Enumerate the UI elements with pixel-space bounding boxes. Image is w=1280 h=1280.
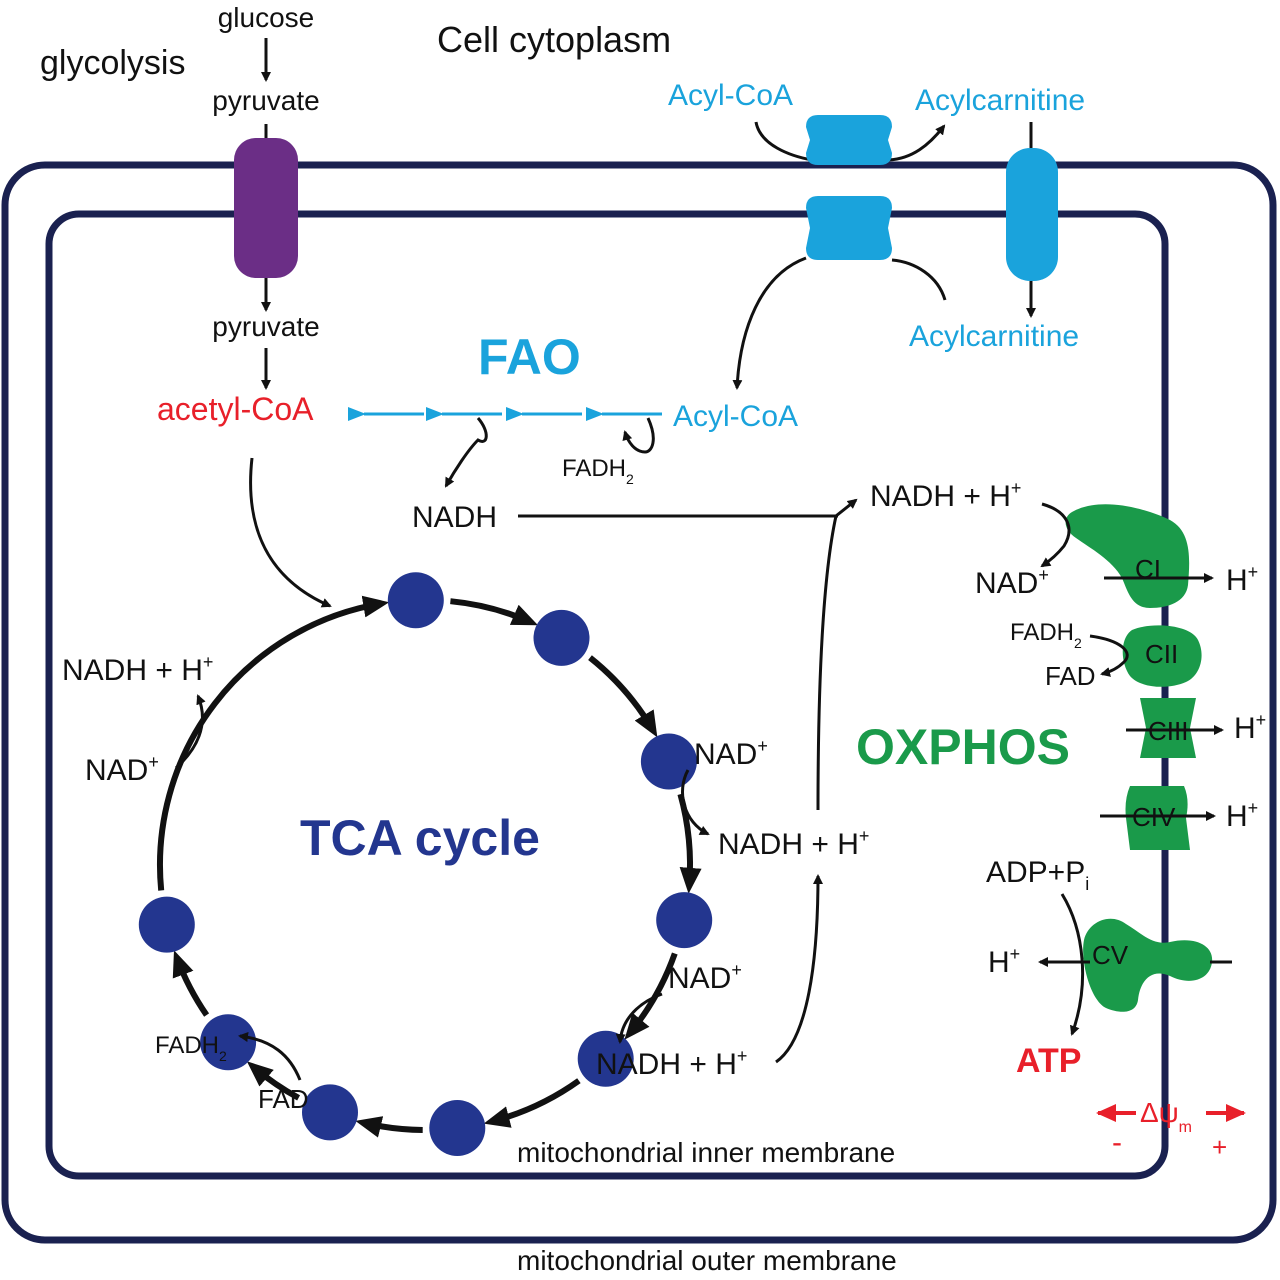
complex-ii [1122,625,1202,687]
h-cv-label: H+ [988,944,1020,979]
tca-intermediate-node [640,733,697,790]
nad-to-nadh-right2-curve [615,992,663,1044]
pyruvate-cytoplasm-label: pyruvate [212,85,319,116]
inner-membrane [45,210,1169,1180]
nad-tca-right2-label: NAD+ [668,960,742,995]
nadh-right1-up-arrow [816,498,858,811]
acylcoa-matrix-label: Acyl-CoA [673,400,798,433]
tca-cycle-ring [138,572,713,1156]
nadh-to-nad-ci-curve [1040,502,1071,568]
nadh-right2-up-arrow [775,874,823,1064]
nadh-h-oxphos-label: NADH + H+ [870,478,1021,513]
inner-membrane-label: mitochondrial inner membrane [517,1137,895,1168]
tca-intermediate-node [656,892,713,949]
tca-cycle-arc [483,1078,581,1128]
tca-intermediate-node [302,1084,358,1141]
tca-cycle-arc [246,1061,301,1101]
tca-cycle-arc [450,598,539,626]
cact-transporter [1006,148,1058,281]
acylcarnitine-ims-label: Acylcarnitine [909,320,1079,353]
tca-cycle-arc [588,655,658,738]
nadh-fao-label: NADH [412,501,497,534]
tca-cycle-arc [172,950,210,1017]
fadh2-tca-label: FADH2 [155,1032,227,1064]
glucose-label: glucose [218,2,315,33]
cpt2-transporter [806,196,892,260]
tca-intermediate-node [429,1100,486,1156]
acetylcoa-label: acetyl-CoA [157,391,314,427]
nadh-h-tca-right1-label: NADH + H+ [718,826,869,861]
nad-to-nadh-right1-curve [680,769,710,836]
nad-tca-right1-label: NAD+ [694,736,768,771]
complex-iii [1140,698,1196,758]
tca-intermediate-node [387,572,444,629]
outer-membrane-label: mitochondrial outer membrane [517,1245,897,1276]
tca-cycle-arc [355,1116,423,1138]
adp-pi-label: ADP+Pi [986,856,1089,894]
plus-sign-label: + [1212,1132,1227,1162]
tca-intermediate-node [138,896,195,953]
nadh-h-tca-right2-label: NADH + H+ [596,1046,747,1081]
fao-label: FAO [478,329,581,385]
fao-nadh-curve [444,417,488,488]
acylcarnitine-cytoplasm-label: Acylcarnitine [915,84,1085,117]
cv-label: CV [1092,940,1129,970]
cpt1-out-arrow [885,124,946,162]
outer-membrane [1,161,1277,1244]
nad-tca-left-label: NAD+ [85,752,159,787]
tca-cycle-arc [156,595,390,891]
nadh-h-tca-left-label: NADH + H+ [62,652,213,687]
fadh2-to-fad-cii-curve [1089,634,1129,677]
acetylcoa-to-tca-arrow [249,457,332,608]
cpt1-transporter [806,115,892,165]
tca-intermediate-node [533,609,590,666]
fad-cii-label: FAD [1045,661,1096,691]
atp-label: ATP [1016,1042,1081,1080]
pyruvate-carrier [234,138,298,278]
nad-oxphos-label: NAD+ [975,565,1049,600]
h-civ-label: H+ [1226,798,1258,833]
cpt2-out-arrow [732,256,807,390]
acylcoa-cytoplasm-label: Acyl-CoA [668,79,793,112]
glycolysis-label: glycolysis [40,44,185,82]
cii-label: CII [1145,639,1178,669]
adp-to-atp-curve [1060,893,1085,1036]
fad-tca-label: FAD [258,1084,309,1114]
cpt1-in-curve [754,121,813,162]
tca-intermediate-node [577,1030,634,1087]
tca-cycle-label: TCA cycle [300,810,540,866]
cell-cytoplasm-label: Cell cytoplasm [437,19,671,60]
fad-to-fadh2-curve [238,1032,302,1081]
h-ciii-label: H+ [1234,710,1266,745]
cpt2-in-curve [891,258,947,301]
nad-to-nadh-left-curve [174,694,206,770]
complex-v [1083,918,1213,1012]
fadh2-cii-label: FADH2 [1010,619,1082,651]
complex-iv [1125,786,1190,850]
complex-i [1065,504,1190,608]
fao-fadh2-curve [622,417,655,454]
delta-psi-label: Δψm [1140,1097,1192,1136]
fadh2-fao-label: FADH2 [562,455,634,487]
oxphos-label: OXPHOS [856,719,1070,775]
minus-sign-label: - [1112,1126,1122,1159]
tca-intermediate-node [200,1014,257,1071]
h-ci-label: H+ [1226,562,1258,597]
pyruvate-matrix-label: pyruvate [212,311,319,342]
